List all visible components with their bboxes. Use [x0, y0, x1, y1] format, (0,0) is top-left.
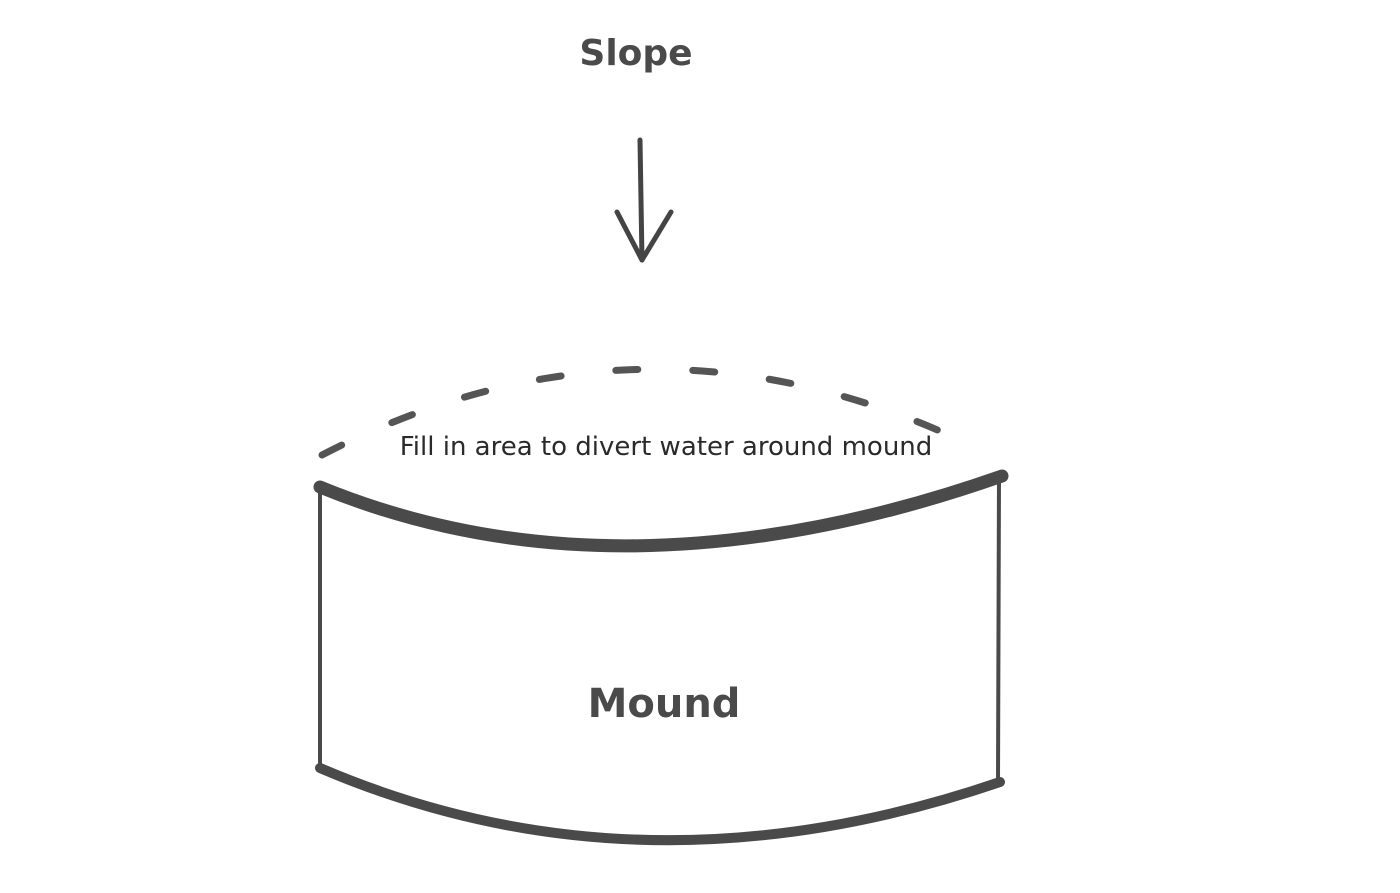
mound-label: Mound: [588, 681, 741, 727]
mound-right-edge: [996, 474, 1001, 784]
mound-bottom-edge: [315, 763, 1005, 846]
fill-area-label: Fill in area to divert water around moun…: [400, 432, 933, 462]
slope-arrow-icon: [614, 137, 674, 263]
mound-shape: [313, 469, 1009, 846]
fill-area-dashed-boundary: [318, 365, 989, 459]
slope-label: Slope: [579, 33, 692, 74]
mound-top-edge: [313, 469, 1009, 553]
